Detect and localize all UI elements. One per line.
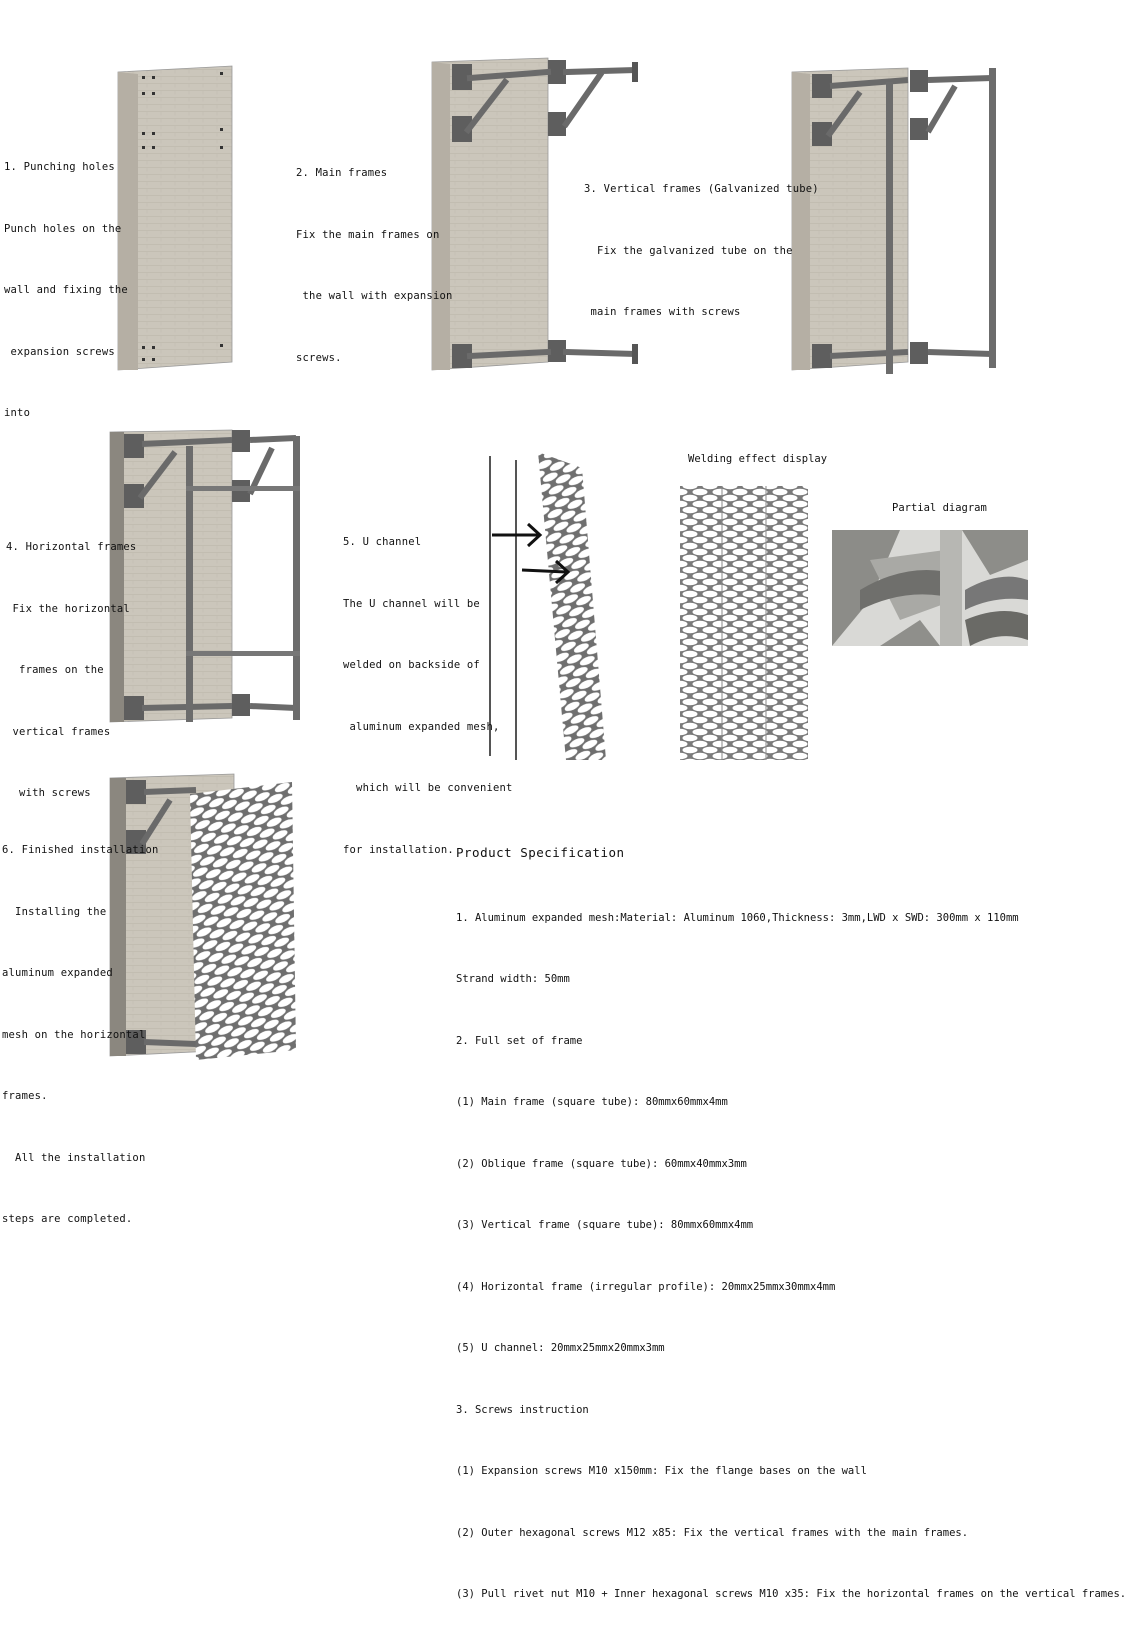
step6-title: 6. Finished installation: [2, 844, 159, 856]
spec-line: 2. Full set of frame: [456, 1034, 583, 1047]
step6-line: All the installation: [2, 1151, 146, 1164]
step1-line: into: [4, 407, 31, 419]
step6-line: frames.: [2, 1090, 48, 1102]
step2-line: screws.: [296, 351, 342, 364]
step1-line: Punch holes on the: [4, 222, 122, 235]
step6-line: steps are completed.: [2, 1213, 133, 1225]
step1-wall: [117, 65, 233, 371]
step5-text: 5. U channel The U channel will be welde…: [343, 491, 513, 881]
step1-text: 1. Punching holes Punch holes on the wal…: [4, 116, 128, 444]
step1-line: expansion screws: [4, 345, 115, 358]
step2-text: 2. Main frames Fix the main frames on th…: [296, 122, 453, 389]
step5-line: for installation.: [343, 843, 454, 856]
step6-line: mesh on the horizontal: [2, 1028, 146, 1041]
step6-line: Installing the: [2, 905, 107, 918]
step4-line: frames on the: [6, 664, 104, 676]
step4-line: with screws: [6, 787, 91, 799]
spec-line: 3. Screws instruction: [456, 1403, 589, 1416]
step5-line: welded on backside of: [343, 659, 480, 671]
step4-line: Fix the horizontal: [6, 602, 130, 615]
step5-line: The U channel will be: [343, 597, 480, 610]
spec-line: (1) Main frame (square tube): 80mmx60mmx…: [456, 1096, 728, 1108]
spec-line: Strand width: 50mm: [456, 973, 570, 985]
step5-title: 5. U channel: [343, 536, 422, 548]
step4-title: 4. Horizontal frames: [6, 541, 137, 553]
step5-line: which will be convenient: [343, 782, 513, 794]
step1-title: 1. Punching holes: [4, 161, 115, 173]
step3-wall-vertical: [791, 67, 996, 374]
spec-line: (5) U channel: 20mmx25mmx20mmx3mm: [456, 1342, 665, 1354]
step4-text: 4. Horizontal frames Fix the horizontal …: [6, 496, 136, 824]
spec-line: (2) Outer hexagonal screws M12 x85: Fix …: [456, 1526, 969, 1539]
step4-wall-horizontal: [109, 429, 300, 723]
step6-line: aluminum expanded: [2, 967, 113, 979]
spec-line: (4) Horizontal frame (irregular profile)…: [456, 1280, 836, 1293]
step1-line: wall and fixing the: [4, 284, 128, 296]
partial-caption: Partial diagram: [892, 502, 987, 514]
step6-text: 6. Finished installation Installing the …: [2, 799, 159, 1250]
welding-caption: Welding effect display: [688, 453, 828, 465]
step3-line: Fix the galvanized tube on the: [584, 244, 793, 257]
step2-line: Fix the main frames on: [296, 228, 440, 241]
welding-mesh: [680, 486, 808, 760]
step3-line: main frames with screws: [584, 306, 741, 318]
product-specification: Product Specification 1. Aluminum expand…: [456, 802, 1126, 1625]
step6-finished: [109, 773, 296, 1060]
spec-line: (2) Oblique frame (square tube): 60mmx40…: [456, 1157, 747, 1170]
step3-text: 3. Vertical frames (Galvanized tube) Fix…: [584, 138, 819, 343]
step4-line: vertical frames: [6, 725, 111, 738]
spec-line: 1. Aluminum expanded mesh:Material: Alum…: [456, 911, 1019, 924]
step2-title: 2. Main frames: [296, 167, 388, 179]
step2-line: the wall with expansion: [296, 290, 453, 302]
partial-diagram: [832, 530, 1028, 646]
spec-line: (3) Vertical frame (square tube): 80mmx6…: [456, 1219, 754, 1231]
spec-line: (3) Pull rivet nut M10 + Inner hexagonal…: [456, 1588, 1126, 1600]
spec-line: (1) Expansion screws M10 x150mm: Fix the…: [456, 1465, 867, 1477]
diagram-canvas: [109, 57, 1028, 1060]
step5-u-channel: [489, 452, 606, 760]
step5-line: aluminum expanded mesh,: [343, 720, 500, 733]
spec-title: Product Specification: [456, 845, 625, 860]
step3-title: 3. Vertical frames (Galvanized tube): [584, 183, 819, 195]
step2-wall-frames: [431, 57, 638, 371]
